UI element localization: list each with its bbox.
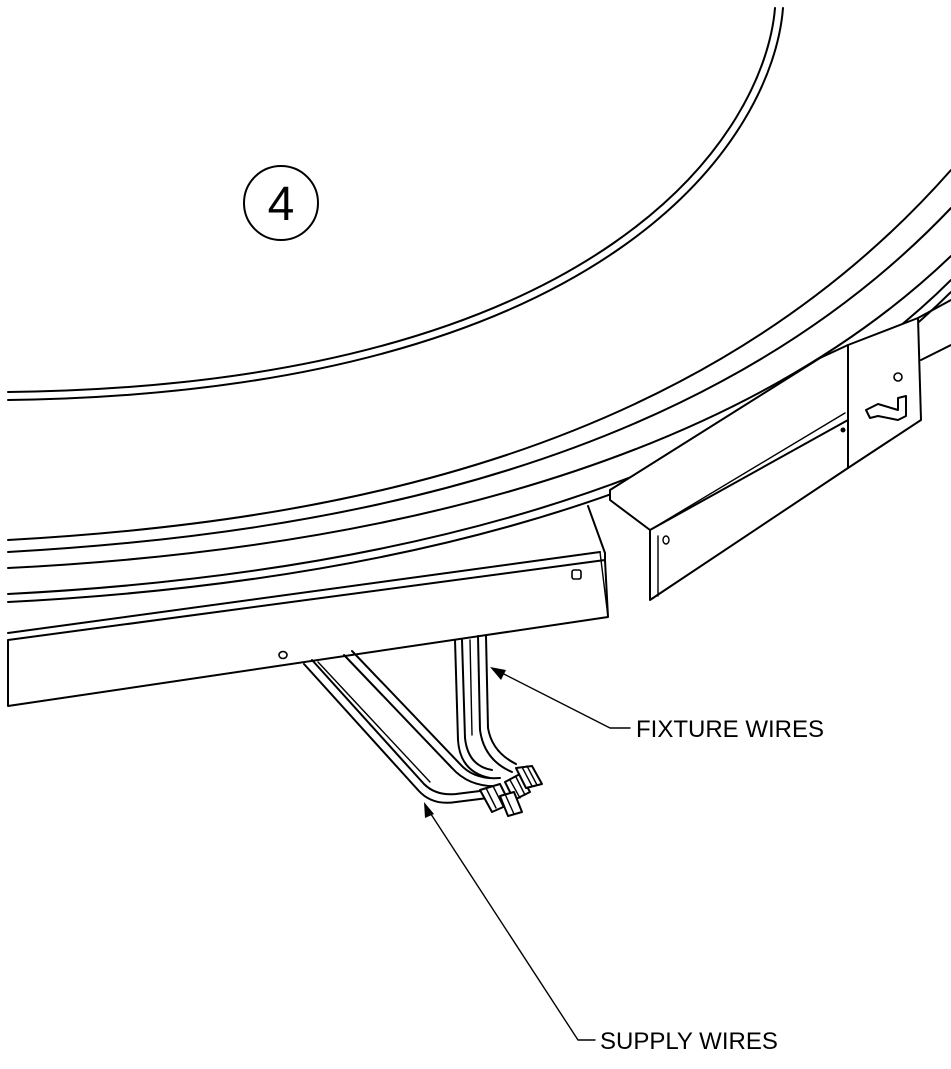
wire-connectors — [479, 765, 543, 817]
step-number: 4 — [268, 178, 295, 231]
mounting-bracket — [847, 299, 951, 469]
step-badge: 4 — [243, 165, 319, 241]
supply-wires-leader — [424, 802, 596, 1041]
fixture-wires-label: FIXTURE WIRES — [636, 716, 824, 743]
lens-dome — [7, 7, 784, 401]
fixture-wires — [454, 635, 517, 779]
fixture-ring — [7, 169, 951, 603]
fixture-wires-leader — [490, 667, 631, 729]
wire-nut — [515, 765, 543, 789]
supply-wires-label: SUPPLY WIRES — [600, 1028, 778, 1055]
junction-box-right — [609, 344, 849, 601]
junction-box-front — [7, 505, 609, 707]
wire-nut — [499, 791, 523, 817]
